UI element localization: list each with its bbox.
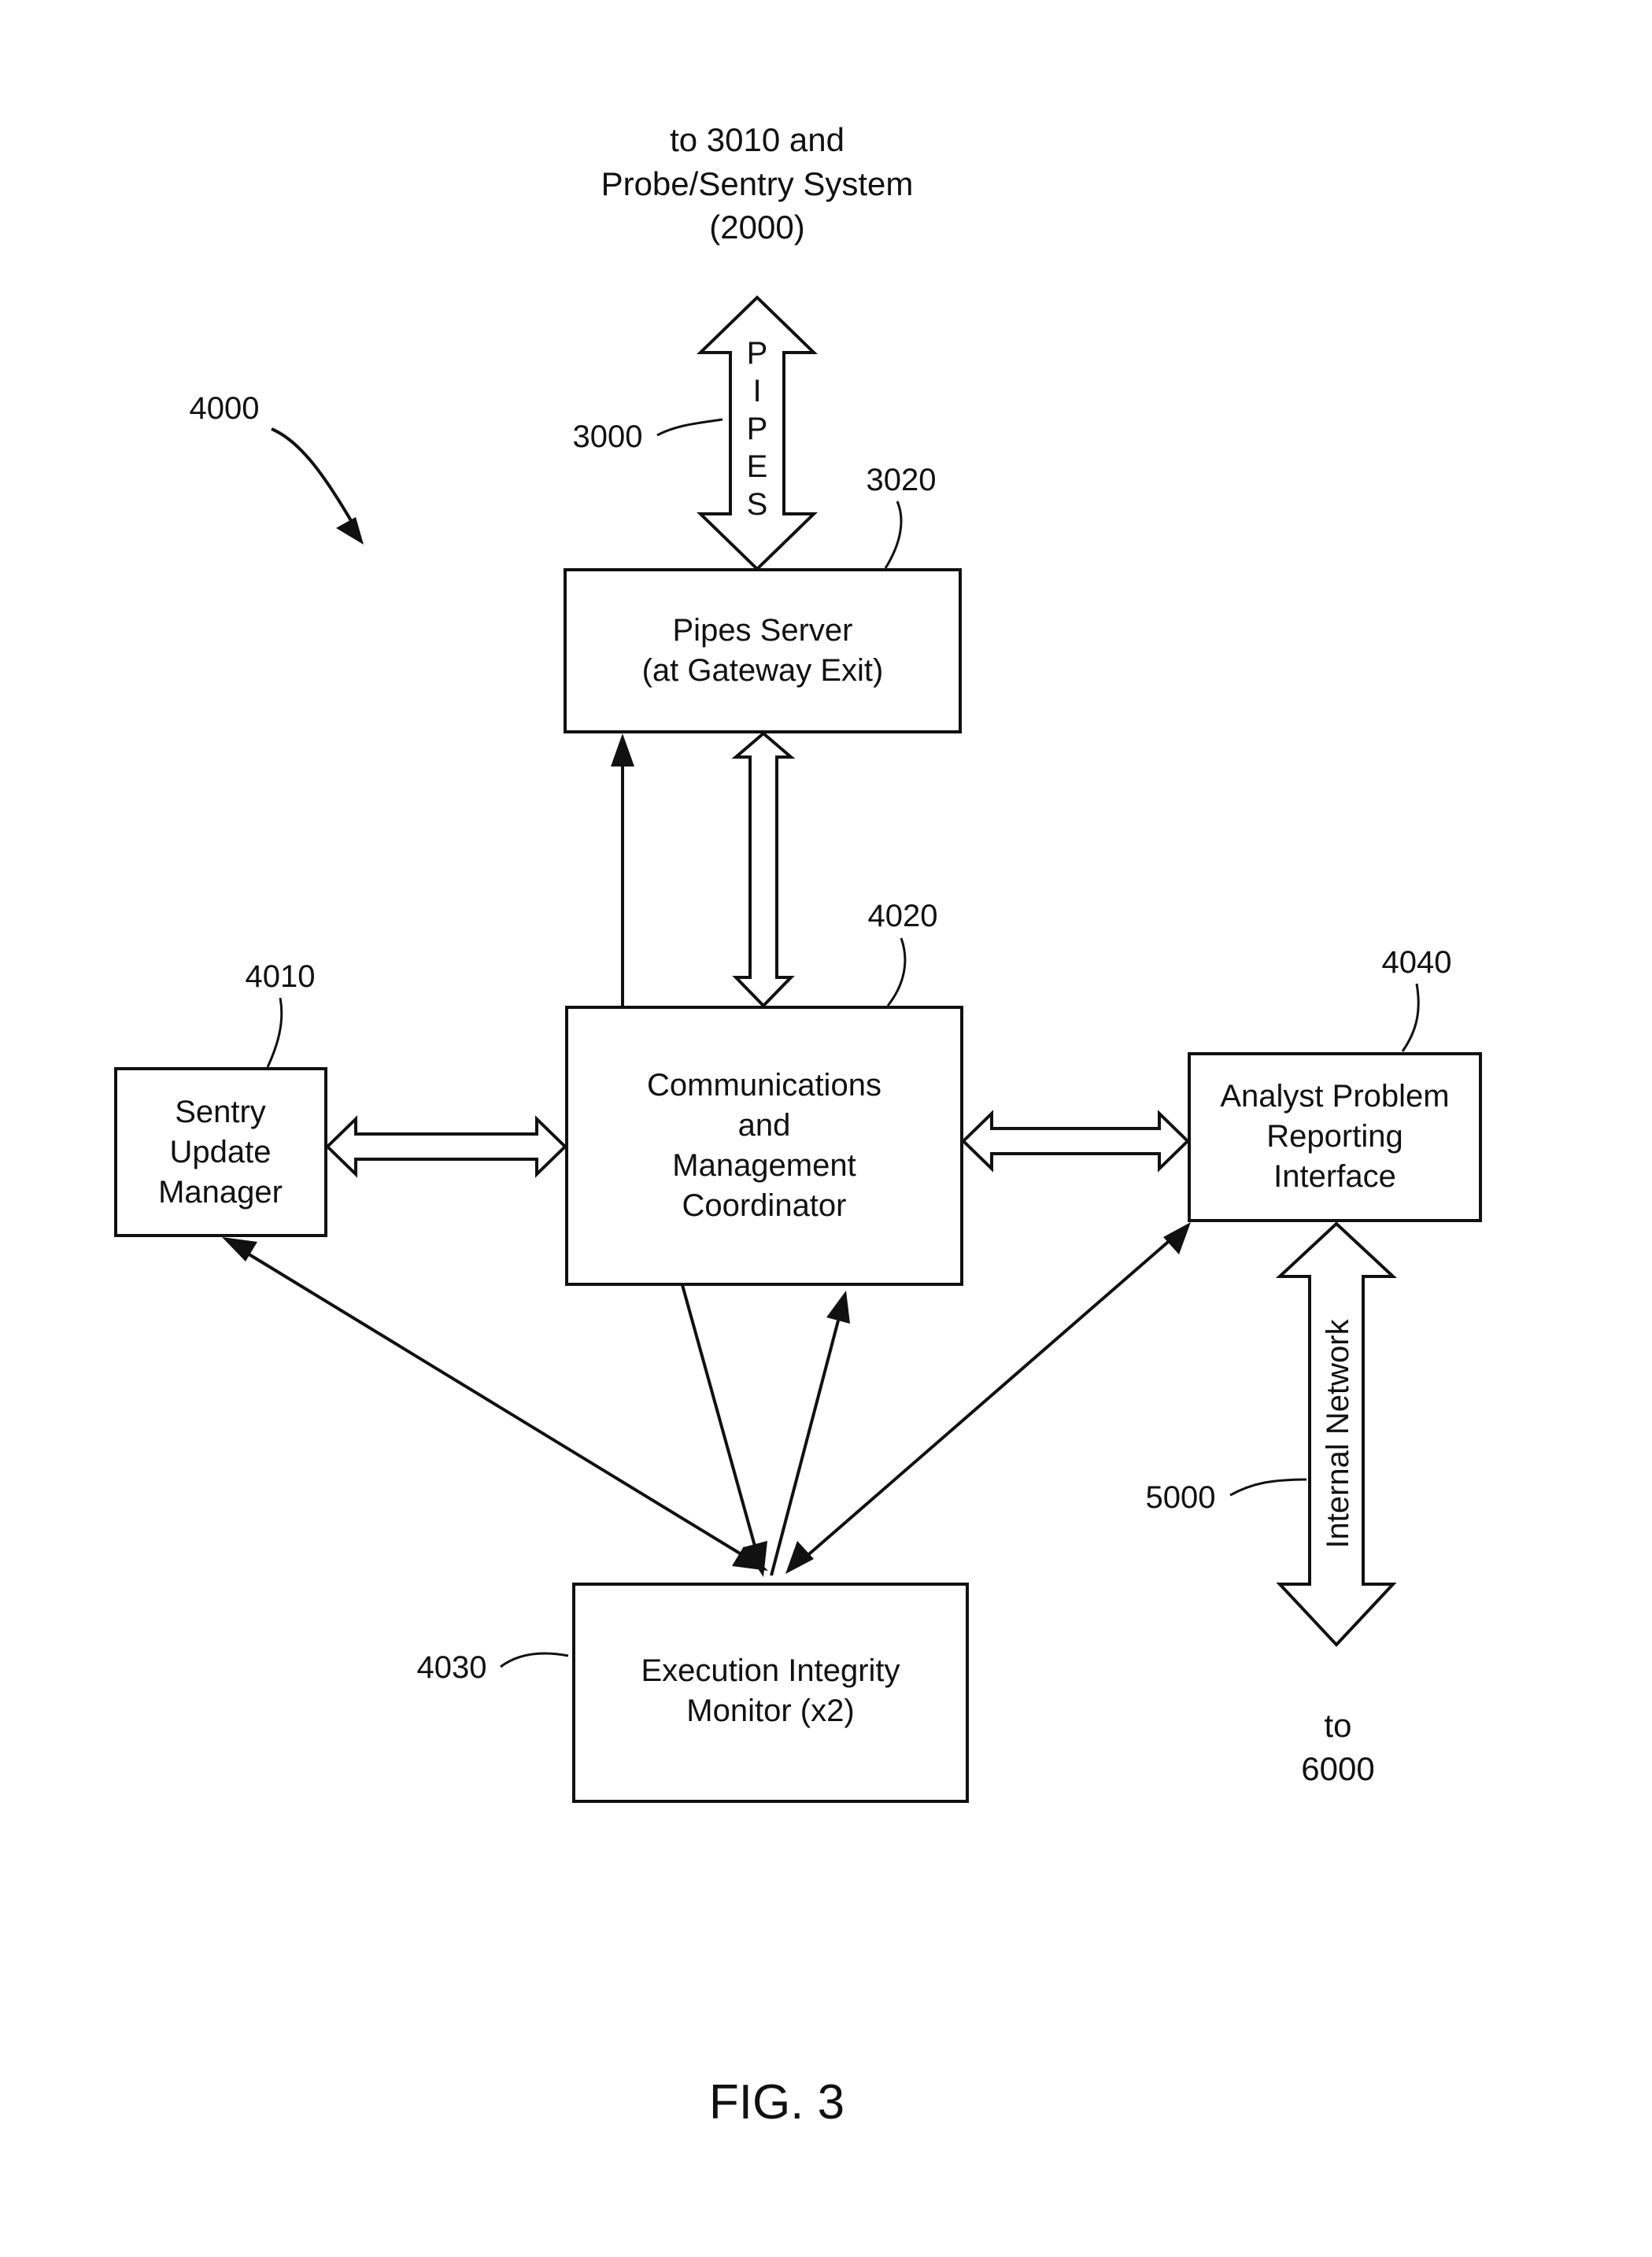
analyst-monitor-head-top	[1163, 1222, 1191, 1254]
coordinator-to-pipes-server-head	[611, 733, 634, 766]
ref-4040-leader	[1403, 984, 1418, 1051]
pipes-letter-p1: P	[747, 336, 768, 371]
analyst-label-3: Interface	[1273, 1159, 1396, 1194]
ref-5000-leader	[1230, 1479, 1306, 1495]
pipes-letter-e: E	[747, 449, 768, 484]
sentry-monitor-line	[244, 1251, 748, 1558]
ref-4010-leader	[268, 998, 282, 1067]
sentry-update-label-3: Manager	[158, 1175, 283, 1210]
pipes-letter-i: I	[752, 374, 761, 408]
ref-5000: 5000	[1146, 1480, 1216, 1515]
coordinator-label-2: and	[738, 1108, 791, 1143]
ref-4000-arrow-head	[336, 517, 364, 545]
analyst-monitor-line	[804, 1238, 1173, 1558]
pipes-server-label-2: (at Gateway Exit)	[642, 653, 884, 688]
pipes-letter-s: S	[747, 487, 768, 522]
analyst-label-2: Reporting	[1266, 1119, 1403, 1154]
sentry-update-label-2: Update	[170, 1135, 272, 1169]
ref-4020: 4020	[868, 899, 938, 933]
ref-3020-leader	[885, 501, 901, 568]
internal-network-label: Internal Network	[1321, 1318, 1355, 1548]
ref-4000-arrow-shaft	[272, 429, 353, 523]
ref-4030: 4030	[417, 1650, 487, 1685]
analyst-label-1: Analyst Problem	[1220, 1079, 1449, 1114]
sentry-update-label-1: Sentry	[175, 1095, 266, 1129]
coordinator-label-4: Coordinator	[682, 1188, 846, 1223]
analyst-monitor-head-bottom	[785, 1541, 814, 1574]
ref-4010: 4010	[246, 959, 316, 994]
ref-3020: 3020	[867, 463, 937, 497]
pipes-letter-p2: P	[747, 412, 768, 446]
pipes-server-label-1: Pipes Server	[673, 613, 853, 648]
pipes-server-coordinator-double-arrow	[736, 733, 791, 1006]
integrity-monitor-box	[574, 1584, 967, 1801]
top-destination-line-2: Probe/Sentry System	[601, 165, 914, 202]
bottom-destination-line-2: 6000	[1301, 1750, 1374, 1787]
integrity-monitor-label-2: Monitor (x2)	[686, 1694, 854, 1728]
sentry-coordinator-double-arrow	[327, 1119, 565, 1174]
top-destination-line-3: (2000)	[709, 209, 804, 246]
ref-3000-leader	[657, 419, 723, 435]
ref-4040: 4040	[1382, 945, 1452, 980]
figure-caption: FIG. 3	[709, 2075, 844, 2130]
ref-4000: 4000	[190, 391, 260, 426]
coordinator-label-3: Management	[672, 1148, 856, 1183]
coordinator-analyst-double-arrow	[963, 1114, 1188, 1169]
pipes-server-box	[565, 570, 960, 732]
coordinator-to-monitor-line	[682, 1285, 756, 1549]
monitor-to-coordinator-head	[826, 1291, 850, 1324]
coordinator-box	[567, 1007, 962, 1284]
ref-4030-leader	[501, 1653, 568, 1667]
top-destination-line-1: to 3010 and	[670, 121, 844, 158]
ref-3000: 3000	[573, 419, 643, 454]
coordinator-label-1: Communications	[647, 1068, 881, 1103]
integrity-monitor-label-1: Execution Integrity	[641, 1653, 900, 1688]
ref-4020-leader	[888, 938, 905, 1006]
bottom-destination-line-1: to	[1324, 1707, 1351, 1744]
